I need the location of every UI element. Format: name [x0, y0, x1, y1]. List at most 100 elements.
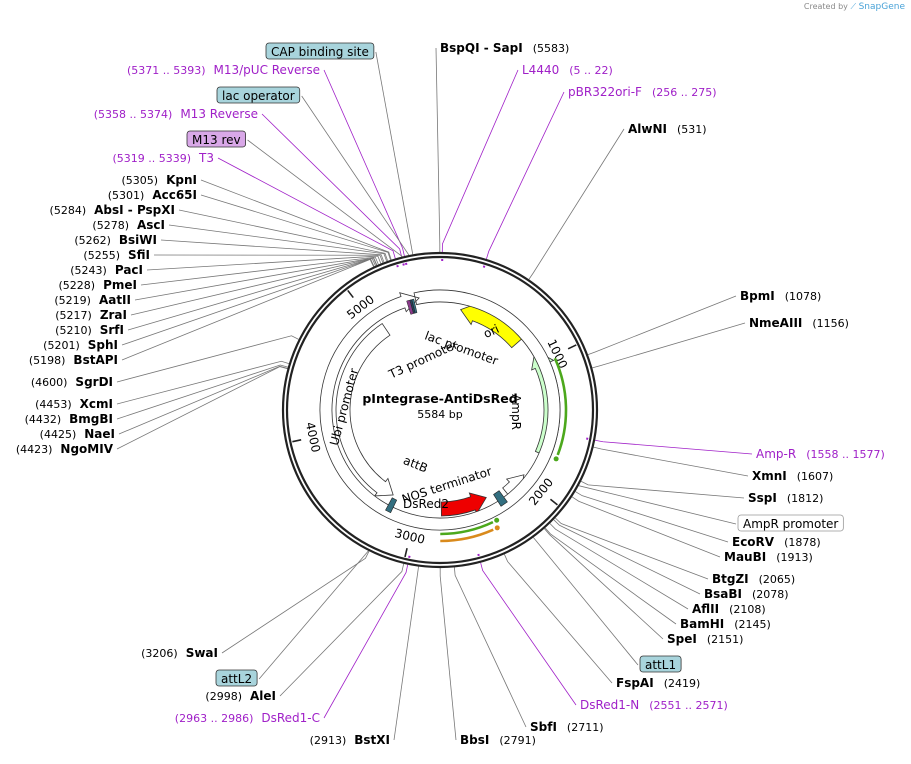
site-position: (5301)	[108, 189, 145, 202]
site-position: (1913)	[776, 551, 813, 564]
site-xcmi[interactable]: XcmI(4453)	[35, 397, 113, 411]
orf-arrow-0	[553, 357, 568, 456]
primer-dsred1-c[interactable]: DsRed1-C(2963 .. 2986)	[175, 711, 320, 725]
site-maubi[interactable]: MauBI(1913)	[724, 550, 813, 564]
site-btgzi[interactable]: BtgZI(2065)	[712, 572, 795, 586]
site-ngomiv[interactable]: NgoMIV(4423)	[16, 442, 114, 456]
site-position: (2711)	[567, 721, 604, 734]
site-bsiwi[interactable]: BsiWI(5262)	[74, 233, 157, 247]
primer-t3[interactable]: T3(5319 .. 5339)	[112, 151, 214, 165]
feature-box-m13-rev[interactable]: M13 rev	[186, 130, 246, 148]
site-spei[interactable]: SpeI(2151)	[667, 632, 743, 646]
site-swai[interactable]: SwaI(3206)	[141, 646, 218, 660]
leader-line	[116, 364, 289, 420]
leader-line	[323, 564, 409, 719]
site-asci[interactable]: AscI(5278)	[92, 218, 165, 232]
site-alwni[interactable]: AlwNI(531)	[628, 122, 707, 136]
site-acc65i[interactable]: Acc65I(5301)	[108, 188, 197, 202]
site-name: XmnI	[752, 469, 787, 483]
site-bmgbi[interactable]: BmgBI(4432)	[25, 412, 113, 426]
leader-line	[393, 566, 419, 741]
site-bbsi[interactable]: BbsI(2791)	[460, 733, 536, 747]
site-fspai[interactable]: FspAI(2419)	[616, 676, 700, 690]
site-name: SfiI	[128, 248, 150, 262]
site-bsabi[interactable]: BsaBI(2078)	[704, 587, 789, 601]
site-name: SspI	[748, 491, 777, 505]
leader-line	[247, 139, 403, 257]
feature-box-lac-operator[interactable]: lac operator	[216, 86, 301, 104]
site-kpni[interactable]: KpnI(5305)	[122, 173, 197, 187]
site-srfi[interactable]: SrfI(5210)	[55, 323, 124, 337]
site-name: M13 Reverse	[180, 107, 258, 121]
feature-box-rect	[265, 42, 375, 60]
tick-label: 4000	[303, 421, 323, 454]
site-bpmi[interactable]: BpmI(1078)	[740, 289, 821, 303]
leader-line	[578, 485, 737, 525]
site-position: (5210)	[55, 324, 92, 337]
site-aatii[interactable]: AatII(5219)	[54, 293, 131, 307]
credit-created-by: Created by	[803, 2, 848, 11]
tick-mark	[567, 344, 577, 350]
leader-line	[130, 257, 377, 316]
site-pmei[interactable]: PmeI(5228)	[59, 278, 137, 292]
feature-lac-promoter	[319, 289, 561, 531]
primer-pbr322ori-f[interactable]: pBR322ori-F(256 .. 275)	[568, 85, 717, 99]
feature-box-label: attL1	[645, 658, 676, 672]
site-position: (2108)	[729, 603, 766, 616]
site-position: (5358 .. 5374)	[94, 108, 173, 121]
primer-m13-puc-reverse[interactable]: M13/pUC Reverse(5371 .. 5393)	[127, 63, 320, 77]
primer-dsred1-n[interactable]: DsRed1-N(2551 .. 2571)	[580, 698, 728, 712]
leader-line	[435, 47, 441, 253]
site-bstapi[interactable]: BstAPI(5198)	[29, 353, 118, 367]
site-bspqi[interactable]: BspQI - SapI(5583)	[440, 41, 569, 55]
site-nmeaiii[interactable]: NmeAIII(1156)	[749, 316, 849, 330]
leader-line	[258, 550, 369, 680]
site-name: T3	[198, 151, 214, 165]
site-position: (1878)	[784, 536, 821, 549]
primer-amp-r[interactable]: Amp-R(1558 .. 1577)	[756, 447, 885, 461]
site-absi[interactable]: AbsI - PspXI(5284)	[50, 203, 175, 217]
site-sgrdi[interactable]: SgrDI(4600)	[31, 375, 113, 389]
site-paci[interactable]: PacI(5243)	[70, 263, 143, 277]
site-naei[interactable]: NaeI(4425)	[40, 427, 115, 441]
site-name: SbfI	[530, 720, 557, 734]
site-bamhi[interactable]: BamHI(2145)	[680, 617, 771, 631]
site-position: (5198)	[29, 354, 66, 367]
site-bstxi[interactable]: BstXI(2913)	[310, 733, 390, 747]
feature-box-attl2[interactable]: attL2	[215, 669, 258, 687]
primer-l4440[interactable]: L4440(5 .. 22)	[522, 63, 613, 77]
site-sfii[interactable]: SfiI(5255)	[83, 248, 150, 262]
site-xmni[interactable]: XmnI(1607)	[752, 469, 833, 483]
leader-line	[121, 258, 374, 361]
site-ecorv[interactable]: EcoRV(1878)	[732, 535, 821, 549]
primer-m13-reverse[interactable]: M13 Reverse (5358 .. 5374)	[94, 107, 258, 121]
site-position: (5 .. 22)	[569, 64, 613, 77]
site-zrai[interactable]: ZraI(5217)	[55, 308, 127, 322]
site-position: (5243)	[70, 264, 107, 277]
plasmid-size: 5584 bp	[417, 408, 462, 421]
leader-line	[153, 254, 384, 263]
site-name: AlwNI	[628, 122, 667, 136]
site-position: (2998)	[205, 690, 242, 703]
feature-attl1-marker	[493, 490, 508, 507]
snapgene-logo-icon: ⟋	[850, 2, 857, 11]
feature-dsred2	[440, 492, 487, 517]
feature-box-attl1[interactable]: attL1	[639, 655, 682, 673]
site-position: (2791)	[499, 734, 536, 747]
tick-mark	[549, 498, 558, 506]
site-sphi[interactable]: SphI(5201)	[43, 338, 118, 352]
leader-line	[571, 496, 721, 558]
site-position: (2065)	[759, 573, 796, 586]
site-name: BmgBI	[69, 412, 113, 426]
site-sspi[interactable]: SspI(1812)	[748, 491, 823, 505]
site-name: BamHI	[680, 617, 724, 631]
site-position: (3206)	[141, 647, 178, 660]
site-sbfi[interactable]: SbfI (2711)	[530, 720, 604, 734]
site-aflii[interactable]: AflII(2108)	[692, 602, 766, 616]
feature-box-ampr-promoter[interactable]: AmpR promoter	[737, 514, 844, 532]
feature-box-cap-binding-site[interactable]: CAP binding site	[265, 42, 375, 60]
site-alei[interactable]: AleI(2998)	[205, 689, 276, 703]
site-name: FspAI	[616, 676, 654, 690]
leader-line	[587, 295, 737, 356]
site-name: DsRed1-N	[580, 698, 639, 712]
